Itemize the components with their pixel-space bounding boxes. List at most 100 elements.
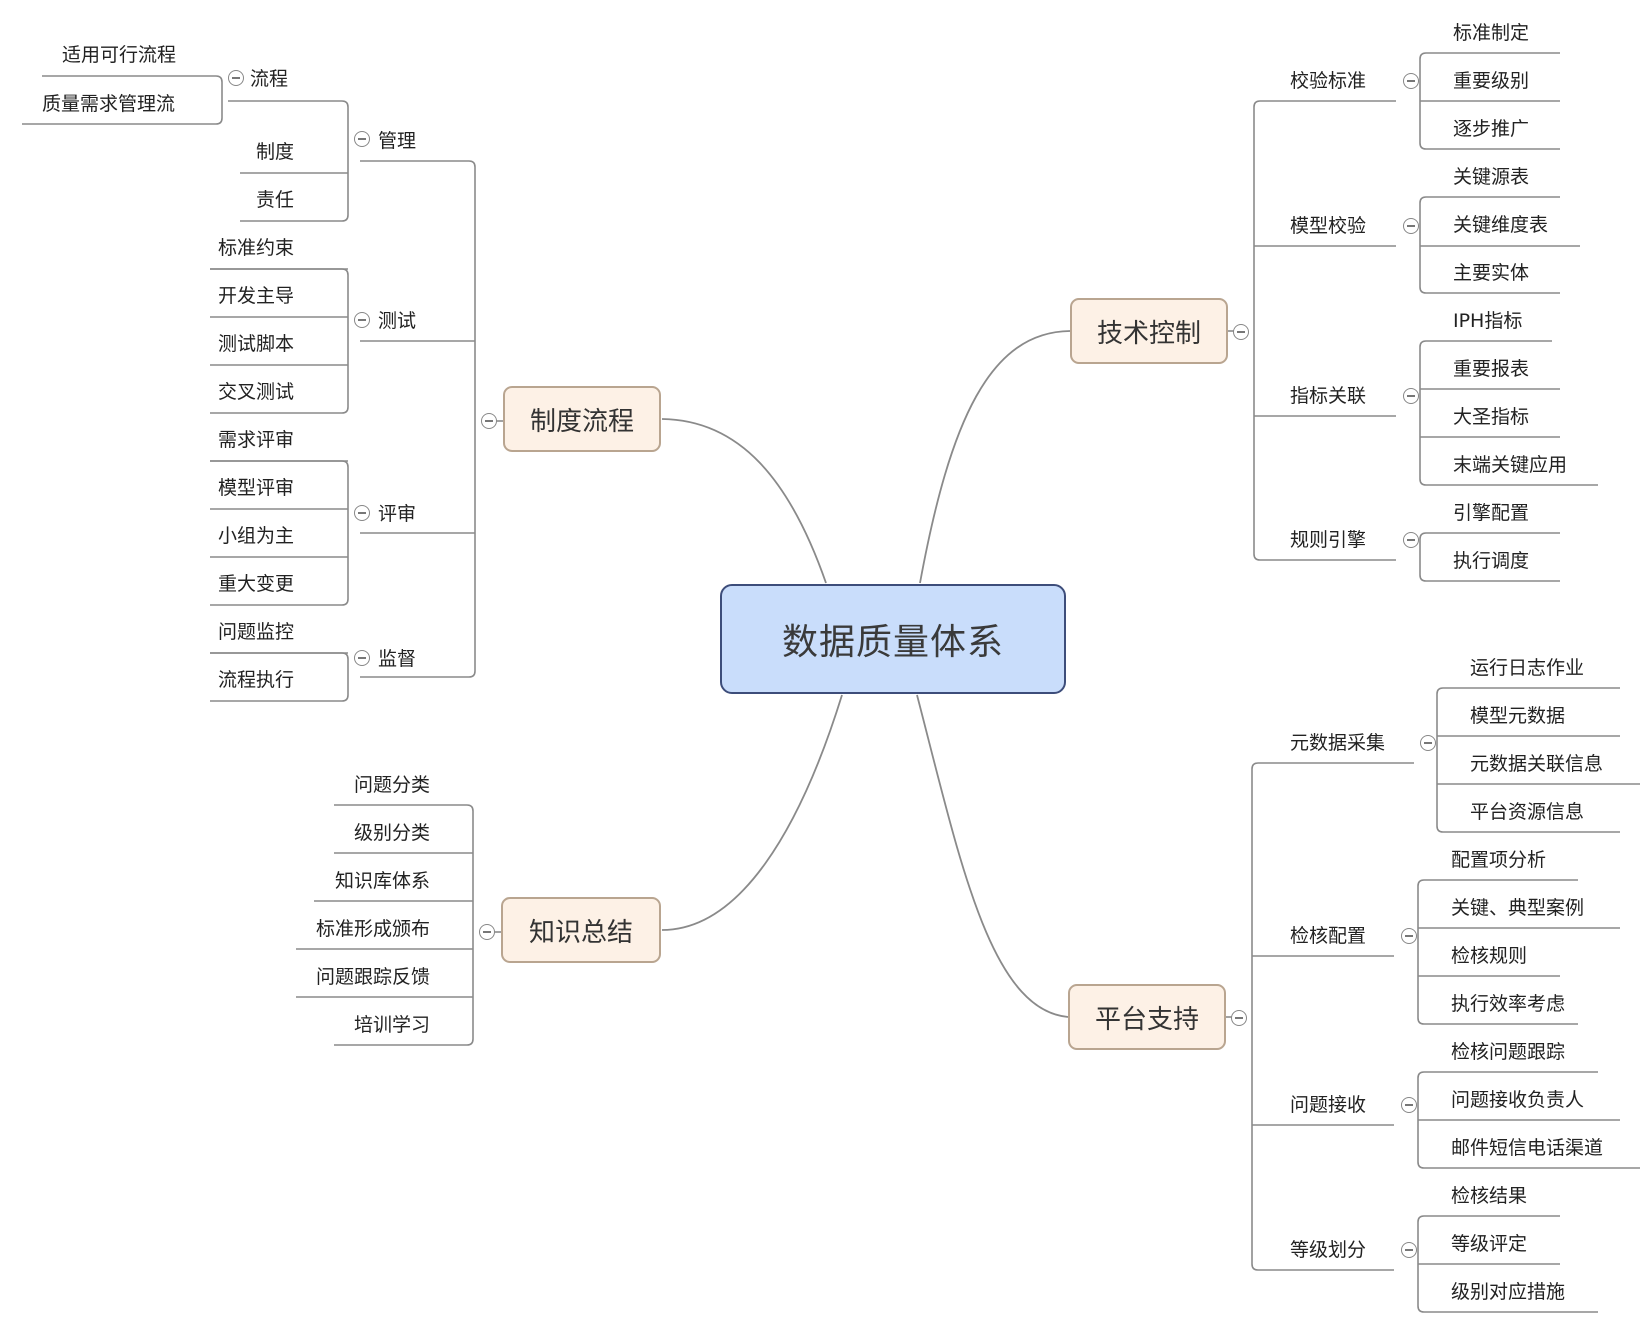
collapse-dengji-icon[interactable] [1401, 1242, 1417, 1258]
root-link-pingtai [916, 694, 1069, 1018]
collapse-zhidu-icon[interactable] [481, 413, 497, 429]
leaf-zhishi-0[interactable]: 问题分类 [353, 774, 430, 796]
topic-jiandu[interactable]: 监督 [378, 648, 417, 670]
leaf-jianhe-1[interactable]: 关键、典型案例 [1451, 897, 1585, 919]
leaf-ceshi-1[interactable]: 开发主导 [218, 285, 295, 307]
jishu-children-link [1253, 100, 1396, 108]
leaf-yuanshuju-1[interactable]: 模型元数据 [1470, 705, 1566, 727]
collapse-ceshi-icon[interactable] [354, 312, 370, 328]
leaf-jiaoyan-1[interactable]: 重要级别 [1453, 70, 1530, 92]
topic-zhibiao[interactable]: 指标关联 [1290, 385, 1367, 407]
leaf-zhibiao-1[interactable]: 重要报表 [1453, 358, 1530, 380]
leaf-dengji-1[interactable]: 等级评定 [1451, 1233, 1528, 1255]
topic-pingtai[interactable]: 平台支持 [1068, 984, 1226, 1050]
collapse-liucheng-icon[interactable] [228, 70, 244, 86]
leaf-jiandu-0[interactable]: 问题监控 [218, 621, 295, 643]
wenti-children-link [1417, 1071, 1598, 1079]
leaf-ceshi-0[interactable]: 标准约束 [218, 237, 295, 259]
guize-children-link [1419, 574, 1560, 582]
topic-zhidu[interactable]: 制度流程 [503, 386, 661, 452]
leaf-zhishi-3[interactable]: 标准形成颁布 [315, 918, 430, 940]
leaf-yuanshuju-3[interactable]: 平台资源信息 [1470, 801, 1585, 823]
zhidu-children-link [360, 670, 476, 678]
leaf-pingshen-0[interactable]: 需求评审 [218, 429, 295, 451]
leaf-zhibiao-0[interactable]: IPH指标 [1453, 310, 1523, 332]
leaf-pingshen-2[interactable]: 小组为主 [218, 525, 295, 547]
leaf-zeren[interactable]: 责任 [256, 189, 295, 211]
collapse-zhishi-icon[interactable] [479, 924, 495, 940]
leaf-ceshi-3[interactable]: 交叉测试 [218, 381, 295, 403]
topic-jianhe[interactable]: 检核配置 [1290, 925, 1367, 947]
leaf-pingshen-1[interactable]: 模型评审 [218, 477, 295, 499]
jiaoyan-children-link [1419, 52, 1560, 60]
leaf-moxing-1[interactable]: 关键维度表 [1453, 214, 1549, 236]
leaf-zhidu[interactable]: 制度 [256, 141, 295, 163]
root-link-jishu [919, 330, 1071, 584]
leaf-wenti-0[interactable]: 检核问题跟踪 [1451, 1041, 1566, 1063]
ceshi-children-link [210, 268, 349, 276]
collapse-moxing-icon[interactable] [1403, 218, 1419, 234]
leaf-yuanshuju-2[interactable]: 元数据关联信息 [1470, 753, 1604, 775]
leaf-jiaoyan-2[interactable]: 逐步推广 [1453, 118, 1530, 140]
leaf-pingshen-3[interactable]: 重大变更 [218, 573, 295, 595]
yuanshuju-children-link [1436, 825, 1620, 833]
topic-guanli[interactable]: 管理 [378, 130, 417, 152]
collapse-pingtai-icon[interactable] [1231, 1010, 1247, 1026]
collapse-jiaoyan-icon[interactable] [1403, 73, 1419, 89]
topic-liucheng[interactable]: 流程 [250, 68, 289, 90]
pingtai-children-link [1251, 762, 1414, 770]
topic-yuanshuju[interactable]: 元数据采集 [1290, 732, 1386, 754]
topic-jiaoyan[interactable]: 校验标准 [1290, 70, 1367, 92]
topic-jishu[interactable]: 技术控制 [1070, 298, 1228, 364]
collapse-pingshen-icon[interactable] [354, 505, 370, 521]
collapse-guize-icon[interactable] [1403, 532, 1419, 548]
leaf-wenti-1[interactable]: 问题接收负责人 [1451, 1089, 1585, 1111]
leaf-moxing-2[interactable]: 主要实体 [1453, 262, 1530, 284]
leaf-jiandu-1[interactable]: 流程执行 [218, 669, 295, 691]
leaf-guize-0[interactable]: 引擎配置 [1453, 502, 1530, 524]
collapse-jiandu-icon[interactable] [354, 650, 370, 666]
topic-guize[interactable]: 规则引擎 [1290, 529, 1367, 551]
leaf-zhishi-4[interactable]: 问题跟踪反馈 [315, 966, 430, 988]
leaf-jiaoyan-0[interactable]: 标准制定 [1453, 22, 1530, 44]
jiaoyan-children-link [1419, 142, 1560, 150]
collapse-jianhe-icon[interactable] [1401, 928, 1417, 944]
leaf-zhibiao-2[interactable]: 大圣指标 [1453, 406, 1530, 428]
jianhe-children-link [1417, 879, 1578, 887]
leaf-zhibiao-3[interactable]: 末端关键应用 [1453, 454, 1568, 476]
topic-zhishi[interactable]: 知识总结 [501, 897, 661, 963]
leaf-shiyong[interactable]: 适用可行流程 [62, 44, 177, 66]
leaf-dengji-0[interactable]: 检核结果 [1451, 1185, 1528, 1207]
collapse-wenti-icon[interactable] [1401, 1097, 1417, 1113]
pingshen-children-link [210, 598, 349, 606]
zhishi-children-link [334, 804, 474, 812]
leaf-guize-1[interactable]: 执行调度 [1453, 550, 1530, 572]
collapse-zhibiao-icon[interactable] [1403, 388, 1419, 404]
pingshen-children-link [210, 460, 349, 468]
leaf-zhiliangxuqiu[interactable]: 质量需求管理流 [42, 93, 176, 115]
zhishi-children-link [334, 1038, 474, 1046]
moxing-children-link [1419, 286, 1560, 294]
leaf-zhishi-1[interactable]: 级别分类 [353, 822, 430, 844]
topic-wenti[interactable]: 问题接收 [1290, 1094, 1367, 1116]
topic-ceshi[interactable]: 测试 [378, 310, 417, 332]
yuanshuju-children-link [1436, 687, 1620, 695]
collapse-jishu-icon[interactable] [1233, 324, 1249, 340]
collapse-yuanshuju-icon[interactable] [1420, 735, 1436, 751]
leaf-jianhe-0[interactable]: 配置项分析 [1451, 849, 1547, 871]
leaf-yuanshuju-0[interactable]: 运行日志作业 [1470, 657, 1585, 679]
topic-moxing[interactable]: 模型校验 [1290, 215, 1367, 237]
leaf-wenti-2[interactable]: 邮件短信电话渠道 [1451, 1137, 1604, 1159]
leaf-dengji-2[interactable]: 级别对应措施 [1451, 1281, 1566, 1303]
leaf-moxing-0[interactable]: 关键源表 [1453, 166, 1530, 188]
root-topic[interactable]: 数据质量体系 [720, 584, 1066, 694]
leaf-ceshi-2[interactable]: 测试脚本 [218, 333, 295, 355]
topic-pingshen[interactable]: 评审 [378, 503, 417, 525]
leaf-zhishi-5[interactable]: 培训学习 [353, 1014, 430, 1036]
collapse-guanli-icon[interactable] [354, 131, 370, 147]
leaf-jianhe-3[interactable]: 执行效率考虑 [1451, 993, 1566, 1015]
topic-dengji[interactable]: 等级划分 [1290, 1239, 1367, 1261]
leaf-jianhe-2[interactable]: 检核规则 [1451, 945, 1528, 967]
leaf-zhishi-2[interactable]: 知识库体系 [334, 870, 430, 892]
